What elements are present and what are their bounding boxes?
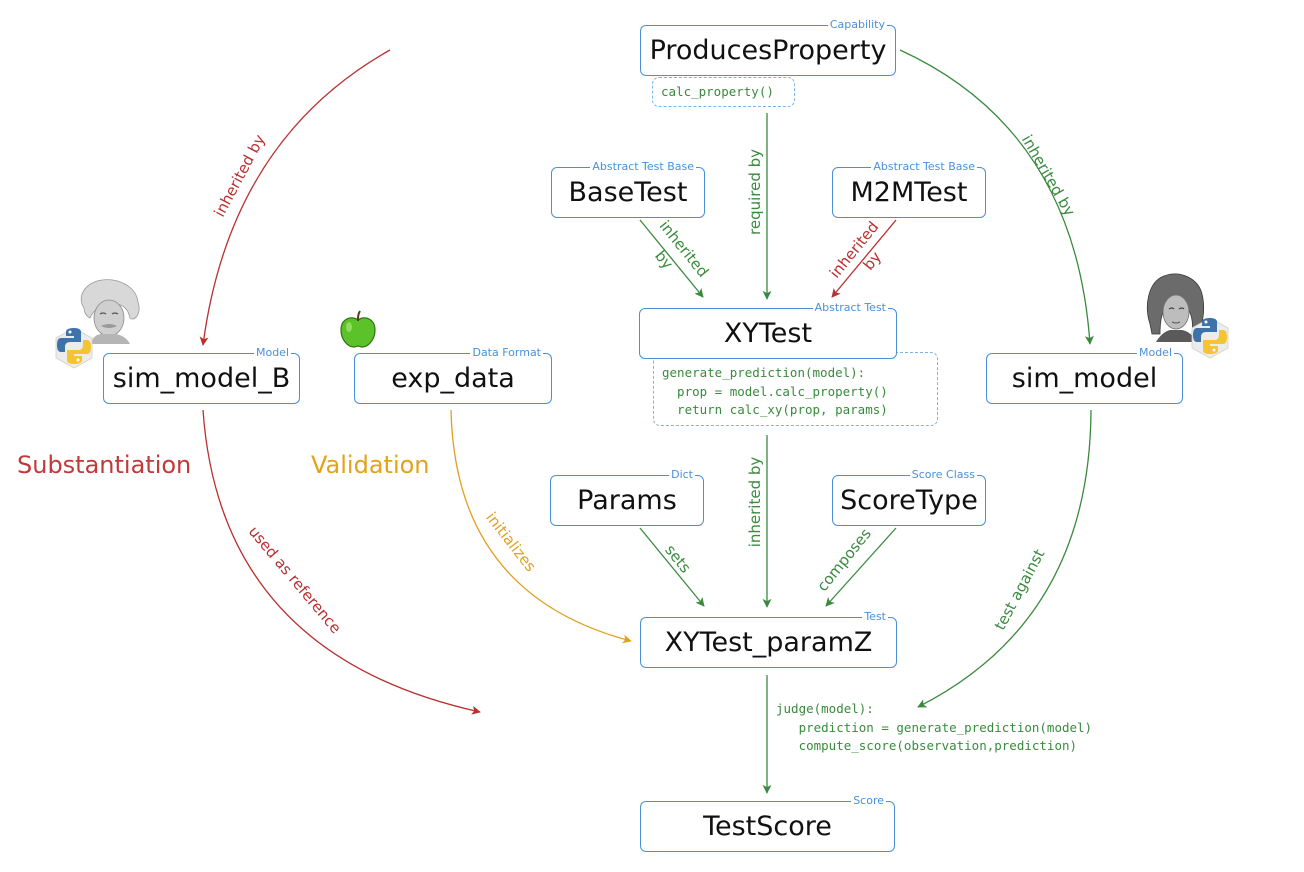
node-tag: Score — [851, 794, 886, 807]
node-label: Params — [577, 485, 677, 516]
code-generate-prediction: generate_prediction(model): prop = model… — [653, 352, 938, 426]
node-label: BaseTest — [568, 177, 688, 208]
edge-composes — [825, 527, 897, 607]
node-produces-property[interactable]: Capability ProducesProperty — [640, 18, 896, 76]
edge-sets — [639, 527, 705, 607]
node-base-test[interactable]: Abstract Test Base BaseTest — [551, 160, 705, 218]
code-judge: judge(model): prediction = generate_pred… — [776, 701, 1093, 753]
edge-label-inherited-by-right: inherited by — [1018, 132, 1079, 220]
node-label: ScoreType — [840, 485, 978, 516]
node-label: exp_data — [391, 363, 515, 394]
python-logo-icon — [55, 327, 93, 369]
edge-label-initializes: initializes — [482, 509, 540, 576]
newton-portrait-icon — [1147, 273, 1205, 342]
node-tag: Dict — [669, 468, 695, 481]
node-m2m-test[interactable]: Abstract Test Base M2MTest — [832, 160, 986, 218]
node-label: M2MTest — [850, 177, 968, 208]
node-label: ProducesProperty — [649, 35, 887, 66]
node-label: TestScore — [703, 811, 832, 842]
edge-inherited-by-right — [899, 49, 1094, 345]
phase-substantiation: Substantiation — [17, 451, 192, 479]
edge-basetest-inherited-by — [639, 219, 704, 298]
node-tag: Test — [862, 610, 888, 623]
code-calc-property: calc_property() — [652, 77, 795, 107]
edge-inherited-by-left — [199, 49, 391, 346]
node-xy-test[interactable]: Abstract Test XYTest — [639, 301, 897, 359]
edge-m2mtest-inherited-by — [831, 219, 897, 298]
node-tag: Abstract Test Base — [871, 160, 977, 173]
node-label: sim_model_B — [112, 363, 291, 394]
einstein-portrait-icon — [80, 279, 140, 344]
node-tag: Data Format — [470, 346, 543, 359]
green-apple-icon — [340, 310, 376, 348]
node-score-type[interactable]: Score Class ScoreType — [832, 468, 986, 526]
node-params[interactable]: Dict Params — [550, 468, 704, 526]
node-sim-model[interactable]: Model sim_model — [986, 346, 1183, 404]
edge-label-inherited-by-left: inherited by — [210, 131, 268, 220]
python-logo-icon — [1191, 317, 1229, 359]
node-sim-model-b[interactable]: Model sim_model_B — [103, 346, 300, 404]
edge-label-inherited-by-center: inherited by — [746, 457, 764, 548]
node-label: XYTest — [723, 318, 813, 349]
edge-label-base-inherited-l2: by — [651, 247, 677, 273]
edge-initializes — [450, 409, 632, 644]
node-tag: Capability — [827, 18, 887, 31]
node-tag: Model — [1136, 346, 1174, 359]
node-label: XYTest_paramZ — [664, 627, 873, 658]
node-tag: Abstract Test — [812, 301, 888, 314]
node-tag: Score Class — [909, 468, 977, 481]
node-test-score[interactable]: Score TestScore — [640, 794, 895, 852]
node-tag: Abstract Test Base — [590, 160, 696, 173]
phase-validation: Validation — [311, 451, 430, 479]
edge-label-composes: composes — [813, 525, 875, 595]
node-label: sim_model — [1011, 363, 1158, 394]
node-exp-data[interactable]: Data Format exp_data — [354, 346, 552, 404]
edge-test-against — [917, 409, 1092, 708]
edge-label-required-by: required by — [746, 149, 764, 235]
node-tag: Model — [253, 346, 291, 359]
edge-label-sets: sets — [661, 541, 694, 576]
edge-label-test-against: test against — [991, 546, 1049, 633]
edge-label-used-as-reference: used as reference — [245, 523, 345, 637]
edge-used-as-reference — [202, 409, 481, 715]
node-xy-test-paramz[interactable]: Test XYTest_paramZ — [640, 610, 897, 668]
